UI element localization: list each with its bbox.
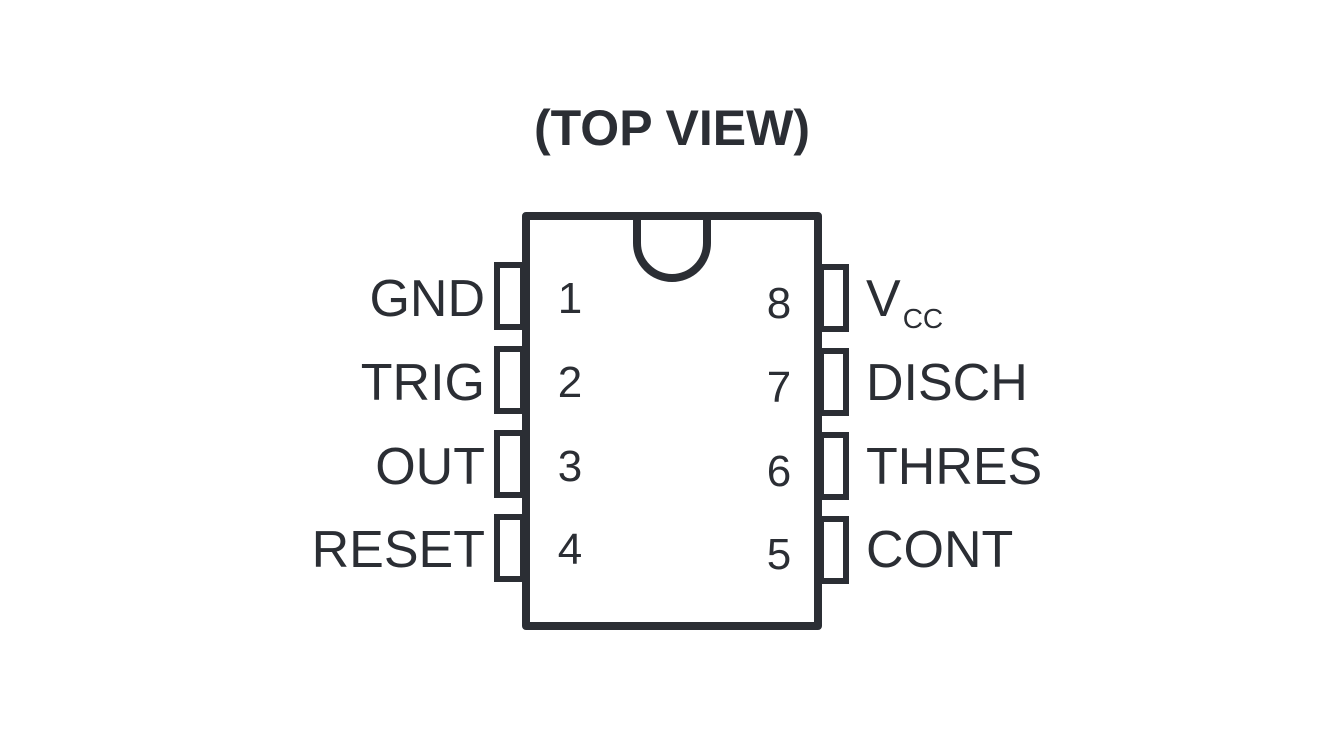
pin-7-number: 7 bbox=[767, 363, 791, 412]
pin-4-lead bbox=[494, 514, 526, 582]
pin-6-number: 6 bbox=[767, 447, 791, 496]
pin-6-label: THRES bbox=[866, 438, 1042, 496]
pin-2-lead bbox=[494, 346, 526, 414]
pin-8-lead bbox=[818, 264, 849, 332]
pin-1-label: GND bbox=[369, 270, 485, 328]
pin-2-number: 2 bbox=[558, 358, 582, 407]
pin-5-number: 5 bbox=[767, 530, 791, 579]
pin-2-label: TRIG bbox=[361, 354, 485, 412]
pin-4-label: RESET bbox=[312, 521, 485, 579]
pin-4-number: 4 bbox=[558, 525, 582, 574]
pin-1-lead bbox=[494, 262, 526, 330]
pin1-notch bbox=[633, 216, 711, 282]
pin-8-number: 8 bbox=[767, 279, 791, 328]
pin-3-number: 3 bbox=[558, 442, 582, 491]
pin-8-label-main: V bbox=[866, 270, 901, 328]
pin-8-label-subscript: CC bbox=[903, 303, 943, 334]
pin-5-label: CONT bbox=[866, 521, 1013, 579]
pin-1-number: 1 bbox=[558, 274, 582, 323]
pin-7-label: DISCH bbox=[866, 354, 1028, 412]
pin-7-lead bbox=[818, 348, 849, 416]
pin-3-label: OUT bbox=[375, 438, 485, 496]
pin-8-label: VCC bbox=[866, 270, 943, 334]
ic-body bbox=[522, 212, 822, 630]
pin-3-lead bbox=[494, 430, 526, 498]
diagram-title: (TOP VIEW) bbox=[534, 100, 810, 156]
pin-6-lead bbox=[818, 432, 849, 500]
pin-5-lead bbox=[818, 516, 849, 584]
